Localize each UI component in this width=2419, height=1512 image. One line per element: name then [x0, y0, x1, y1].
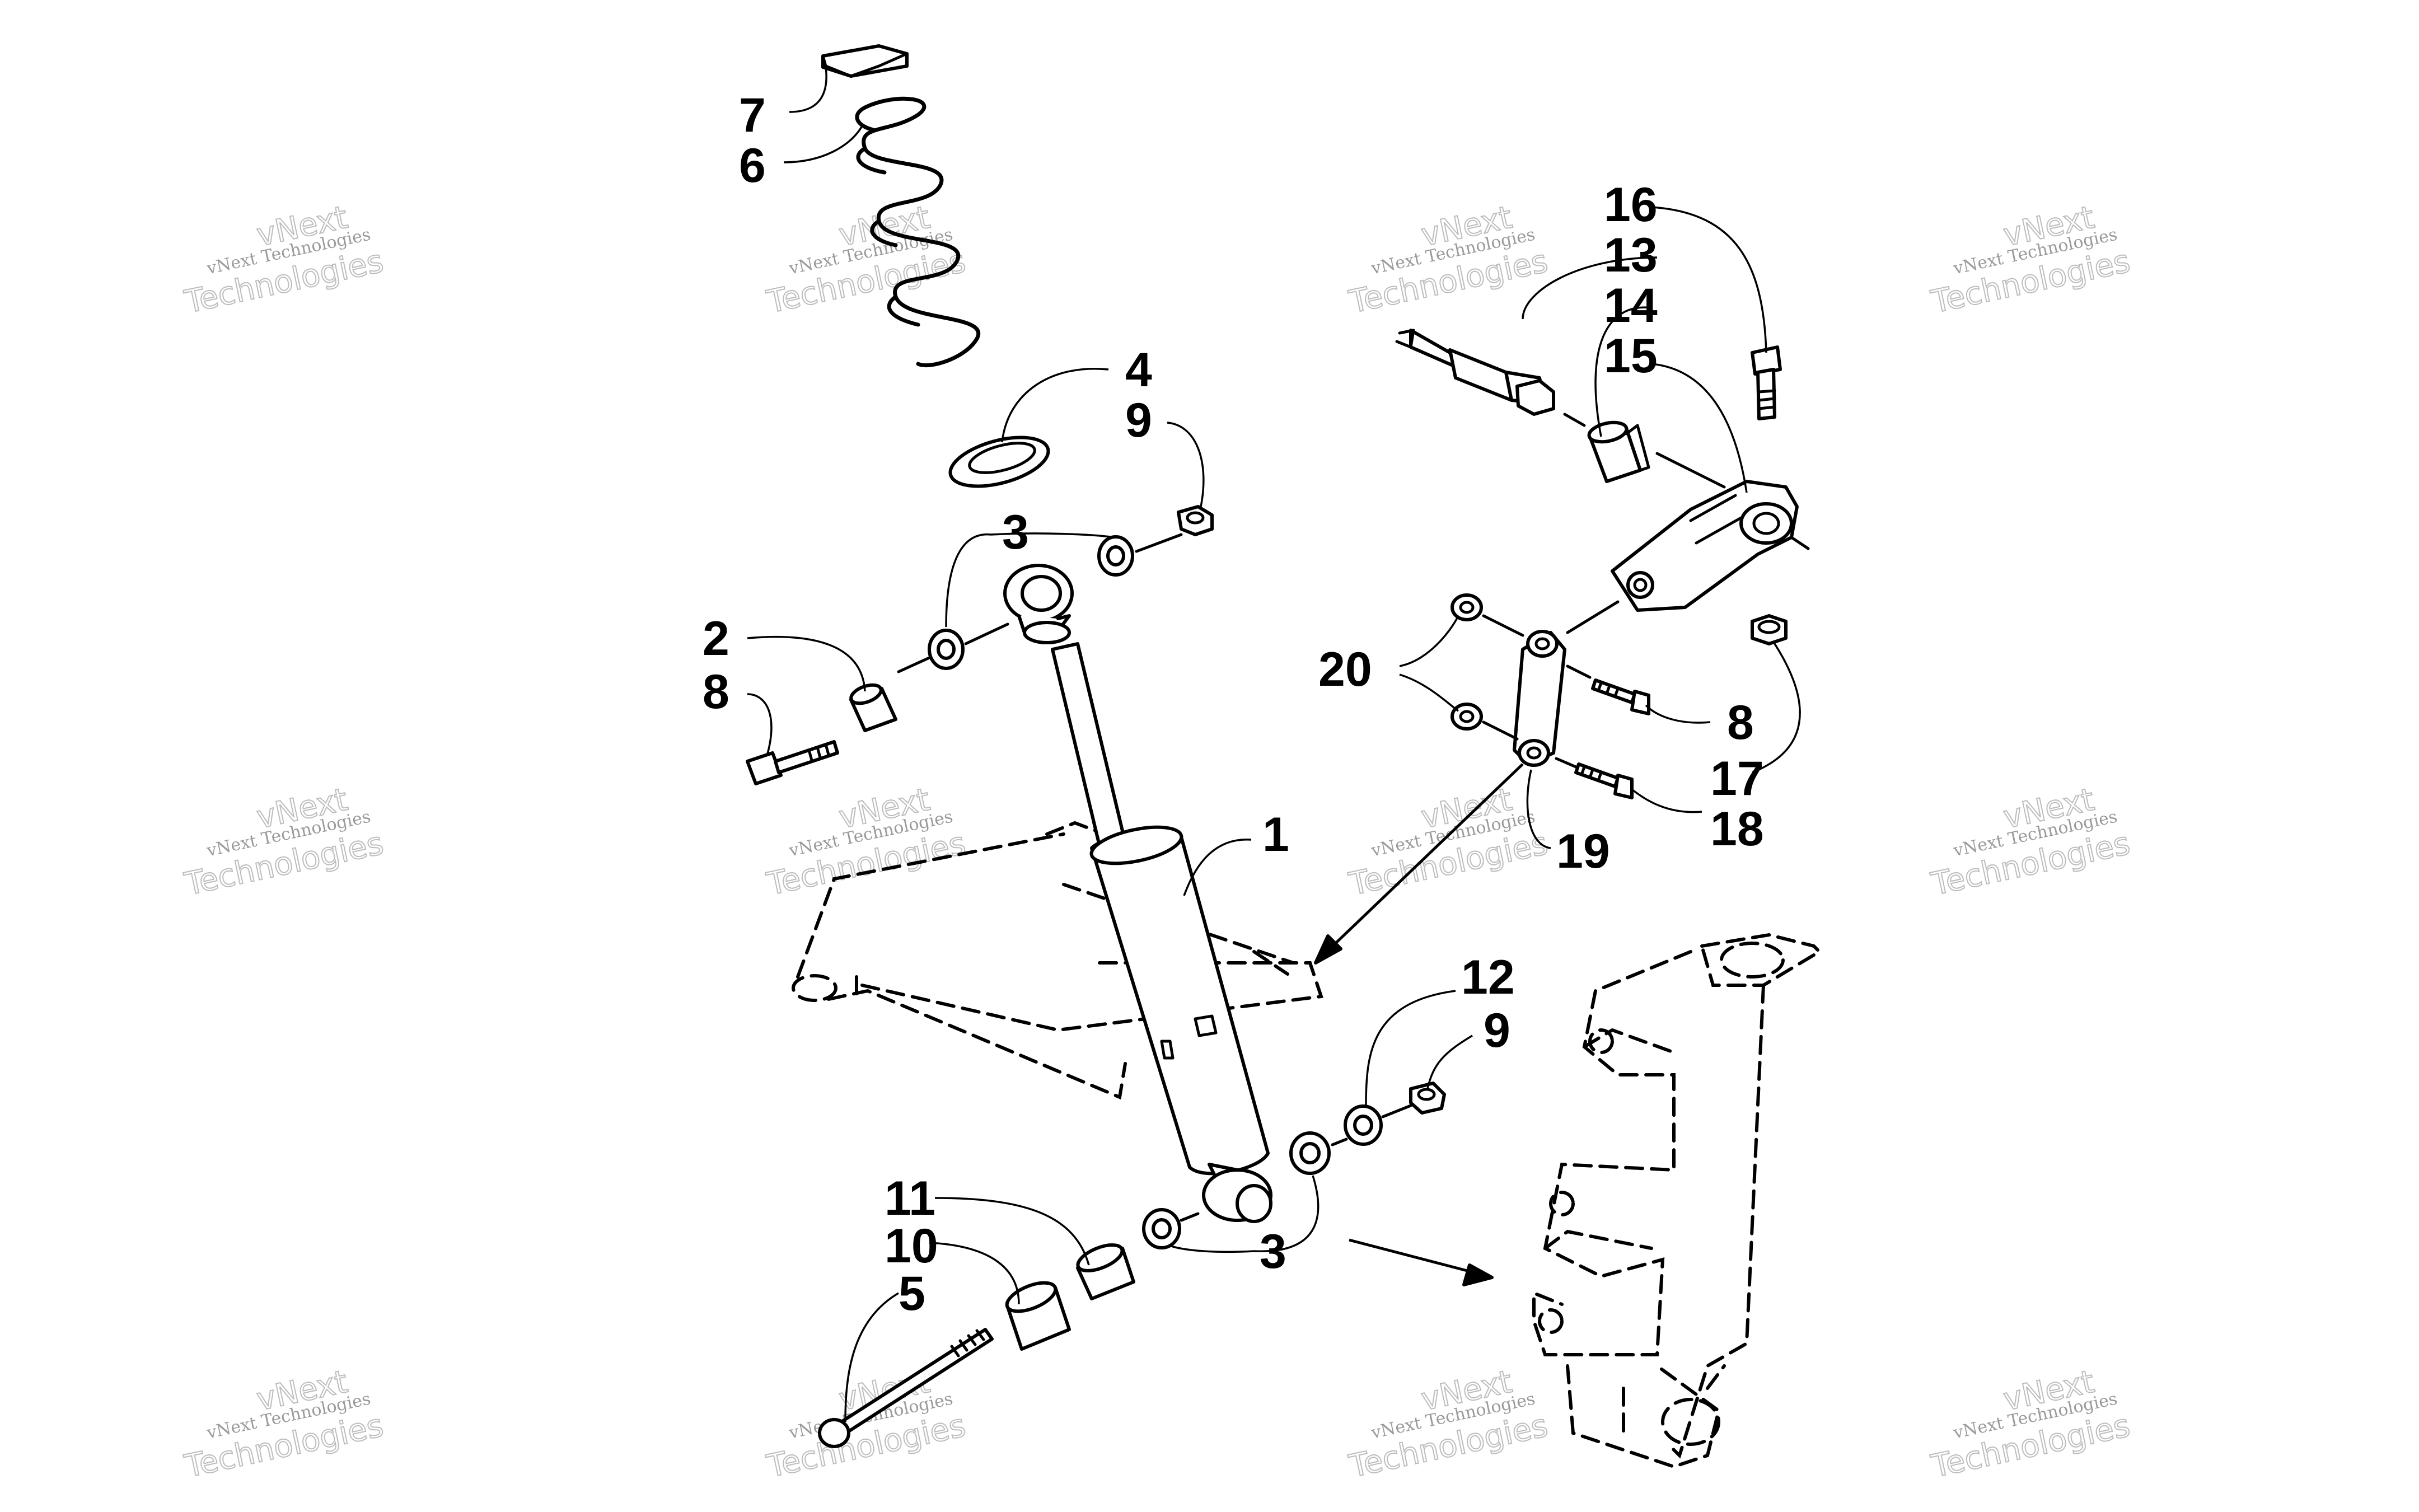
callout-12: 12: [1461, 951, 1515, 1004]
callout-3: 3: [1002, 505, 1029, 559]
watermark: vNext vNext Technologies Technologies: [181, 781, 387, 904]
sway-bar-assembly: [1395, 329, 1810, 799]
watermark: vNext vNext Technologies Technologies: [1927, 1363, 2133, 1486]
callout-4: 4: [1125, 343, 1152, 397]
callout-20: 20: [1318, 643, 1372, 696]
spring-cap: [821, 44, 909, 78]
callout-9-lower: 9: [1484, 1004, 1510, 1057]
callout-14: 14: [1604, 279, 1658, 333]
callout-6: 6: [739, 139, 766, 193]
callout-10: 10: [885, 1219, 938, 1273]
watermark: vNext vNext Technologies Technologies: [1927, 199, 2133, 321]
callout-7: 7: [739, 88, 766, 142]
lower-hardware: [818, 1082, 1446, 1448]
spring-seat: [948, 436, 1050, 488]
watermark: vNext vNext Technologies Technologies: [763, 781, 969, 904]
arrow-head: [1314, 934, 1342, 965]
watermark: vNext vNext Technologies Technologies: [181, 199, 387, 321]
callout-8-sway: 8: [1727, 696, 1754, 750]
callout-1: 1: [1262, 808, 1289, 862]
watermark: vNext vNext Technologies Technologies: [181, 1363, 387, 1486]
callout-2: 2: [703, 612, 729, 666]
leader-lines: [747, 67, 1801, 1422]
callout-11: 11: [885, 1172, 935, 1225]
callout-16: 16: [1604, 178, 1658, 232]
direction-arrows: [1314, 763, 1524, 1286]
callout-labels: 7 6 4 9 3 2 8 1 12 9 3 11 10 5 16 13 14 …: [703, 88, 1764, 1321]
callout-18: 18: [1710, 802, 1764, 856]
callout-8: 8: [703, 665, 729, 719]
spring-assembly: [821, 44, 1050, 488]
upper-hardware: [746, 505, 1214, 785]
callout-3-lower: 3: [1260, 1225, 1286, 1279]
watermark: vNext vNext Technologies Technologies: [1345, 1363, 1551, 1486]
callout-19: 19: [1556, 825, 1610, 878]
watermark: vNext vNext Technologies Technologies: [1345, 199, 1551, 321]
watermark: vNext vNext Technologies Technologies: [763, 199, 969, 321]
watermark: vNext vNext Technologies Technologies: [1927, 781, 2133, 904]
knuckle-ghost: [1532, 933, 1822, 1469]
callout-5: 5: [899, 1267, 925, 1321]
callout-17: 17: [1710, 752, 1764, 806]
shock-absorber: [1003, 564, 1272, 1223]
callout-9: 9: [1125, 394, 1152, 447]
arrow-head: [1462, 1263, 1494, 1286]
callout-13: 13: [1604, 228, 1658, 282]
callout-15: 15: [1604, 329, 1658, 383]
